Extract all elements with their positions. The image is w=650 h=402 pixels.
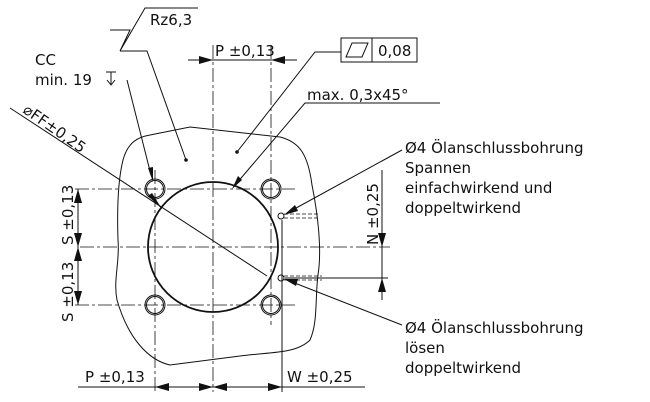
svg-text:Ø4 Ölanschlussbohrung: Ø4 Ölanschlussbohrung: [405, 138, 584, 157]
flange-contour: [115, 126, 321, 366]
svg-text:einfachwirkend und: einfachwirkend und: [405, 179, 552, 197]
dim-s-lower: S ±0,13: [59, 262, 77, 322]
dim-w: W ±0,25: [287, 368, 353, 386]
dim-bottom-p: P ±0,13: [85, 368, 145, 386]
svg-text:doppeltwirkend: doppeltwirkend: [405, 199, 521, 217]
dim-n: N ±0,25: [364, 183, 382, 245]
dim-s-upper: S ±0,13: [59, 185, 77, 245]
counterbore-label: CC: [35, 51, 56, 69]
diameter-label: ⌀FF±0,25: [20, 101, 90, 157]
svg-text:lösen: lösen: [405, 339, 445, 357]
surface-finish-label: Rz6,3: [150, 11, 192, 29]
surface-finish-symbol: [110, 7, 198, 162]
flatness-frame: [235, 37, 418, 154]
bore-circle: [147, 181, 279, 313]
depth-icon: [106, 71, 116, 86]
bolt-holes: [144, 178, 282, 316]
svg-text:Ø4 Ölanschlussbohrung: Ø4 Ölanschlussbohrung: [405, 318, 584, 337]
oil-ports: [277, 212, 322, 392]
port-clamp-note: Ø4 Ölanschlussbohrung Spannen einfachwir…: [405, 138, 584, 217]
parallelogram-icon: [345, 42, 369, 58]
flatness-value: 0,08: [378, 42, 411, 60]
dim-top-p: P ±0,13: [215, 42, 275, 60]
port-release-note: Ø4 Ölanschlussbohrung lösen doppeltwirke…: [405, 318, 584, 377]
chamfer-label: max. 0,3x45°: [307, 86, 409, 104]
svg-text:doppeltwirkend: doppeltwirkend: [405, 359, 521, 377]
counterbore-depth: min. 19: [35, 71, 92, 89]
svg-text:Spannen: Spannen: [405, 159, 471, 177]
